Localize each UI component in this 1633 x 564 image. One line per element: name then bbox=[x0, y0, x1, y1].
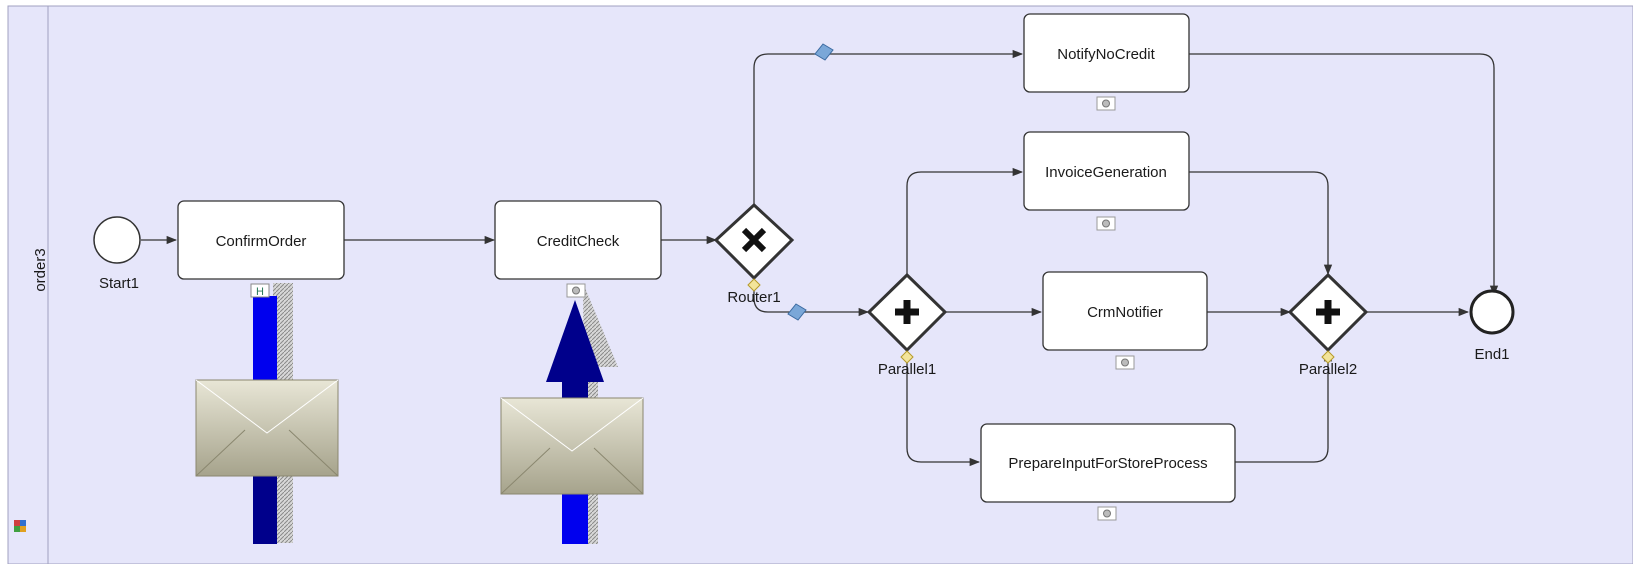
task-confirm-order[interactable] bbox=[177, 200, 345, 280]
task-confirm-order-label: ConfirmOrder bbox=[216, 233, 307, 250]
service-icon bbox=[1096, 216, 1116, 231]
task-credit-check-label: CreditCheck bbox=[537, 233, 620, 250]
palette-icon[interactable] bbox=[14, 520, 26, 532]
envelope-icon bbox=[500, 397, 644, 495]
gateway-parallel2-label: Parallel2 bbox=[1299, 361, 1357, 378]
task-invoice-generation-label: InvoiceGeneration bbox=[1045, 164, 1167, 181]
end-event-label: End1 bbox=[1474, 346, 1509, 363]
task-notify-no-credit[interactable] bbox=[1023, 13, 1190, 93]
gateway-parallel2[interactable] bbox=[1287, 272, 1369, 364]
task-prepare-input-label: PrepareInputForStoreProcess bbox=[1008, 455, 1207, 472]
service-icon bbox=[1096, 96, 1116, 111]
badge-h: H bbox=[250, 283, 270, 298]
lane-label: order3 bbox=[32, 248, 49, 291]
start-event-label: Start1 bbox=[99, 275, 139, 292]
service-icon bbox=[566, 283, 586, 298]
sequence-flows bbox=[141, 49, 1499, 467]
envelope-icon bbox=[195, 379, 339, 477]
gateway-parallel1[interactable] bbox=[866, 272, 948, 364]
svg-text:H: H bbox=[256, 286, 264, 298]
end-event[interactable] bbox=[1469, 289, 1515, 335]
task-crm-notifier-label: CrmNotifier bbox=[1087, 304, 1163, 321]
gateway-parallel1-label: Parallel1 bbox=[878, 361, 936, 378]
gateway-router-label: Router1 bbox=[727, 289, 780, 306]
task-invoice-generation[interactable] bbox=[1023, 131, 1190, 211]
gateway-router[interactable] bbox=[713, 202, 795, 292]
start-event[interactable] bbox=[93, 216, 141, 264]
service-icon bbox=[1097, 506, 1117, 521]
task-credit-check[interactable] bbox=[494, 200, 662, 280]
condition-icon[interactable] bbox=[814, 43, 834, 61]
task-prepare-input[interactable] bbox=[980, 423, 1236, 503]
service-icon bbox=[1115, 355, 1135, 370]
task-crm-notifier[interactable] bbox=[1042, 271, 1208, 351]
task-notify-no-credit-label: NotifyNoCredit bbox=[1057, 46, 1155, 63]
condition-icon[interactable] bbox=[787, 303, 807, 321]
